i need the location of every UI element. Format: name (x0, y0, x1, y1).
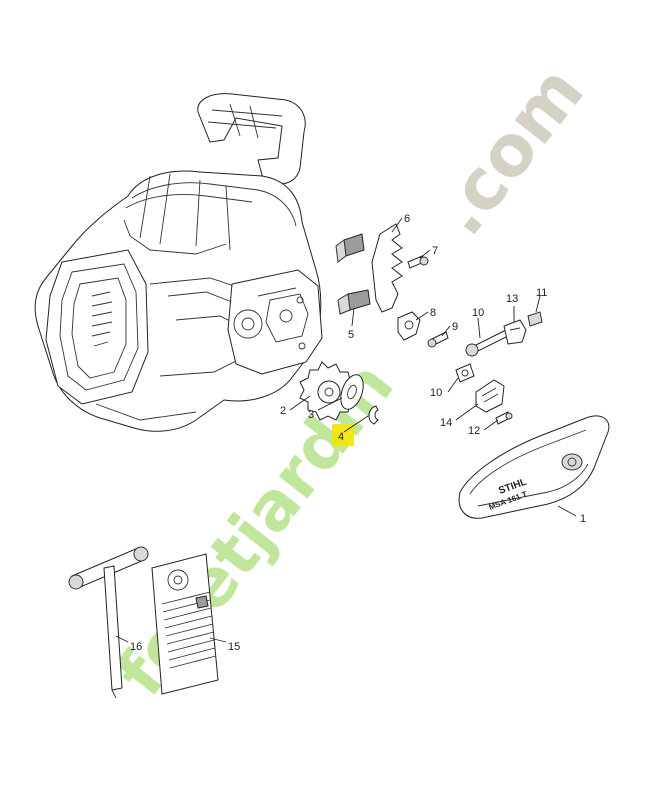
callout-2[interactable]: 2 (280, 405, 286, 417)
part-8-bracket[interactable] (397, 311, 421, 341)
part-14-knob[interactable] (475, 379, 505, 413)
callout-14[interactable]: 14 (440, 417, 452, 429)
callout-labels: 1 2 3 4 5 6 7 8 9 10 10 11 12 13 14 15 1… (130, 213, 586, 653)
callout-6[interactable]: 6 (404, 213, 410, 225)
part-4-e-clip[interactable] (368, 405, 379, 425)
callout-9[interactable]: 9 (452, 321, 458, 333)
part-11-block[interactable] (527, 311, 543, 327)
part-6-plate[interactable] (371, 223, 403, 313)
chainsaw-body (34, 93, 323, 432)
callout-13[interactable]: 13 (506, 293, 518, 305)
callout-7[interactable]: 7 (432, 245, 438, 257)
part-13-tensioner[interactable] (503, 319, 527, 345)
part-7-screw[interactable] (407, 255, 429, 269)
part-9-screw[interactable] (427, 331, 449, 348)
watermark-domain: .com (419, 51, 600, 251)
callout-5[interactable]: 5 (348, 329, 354, 341)
callout-16[interactable]: 16 (130, 641, 142, 653)
part-slide-upper[interactable] (335, 233, 365, 263)
part-10-nut-lower[interactable] (455, 363, 475, 383)
callout-10-lower[interactable]: 10 (430, 387, 442, 399)
part-12-screw[interactable] (495, 411, 513, 425)
callout-4[interactable]: 4 (338, 431, 344, 443)
callout-3[interactable]: 3 (308, 409, 314, 421)
callout-1[interactable]: 1 (580, 513, 586, 525)
leader-lines (115, 217, 577, 643)
callout-8[interactable]: 8 (430, 307, 436, 319)
part-3-washer[interactable] (336, 372, 367, 413)
part-1-sprocket-cover[interactable]: STIHL MSA 161 T (458, 415, 610, 519)
part-5-slide[interactable] (337, 289, 371, 315)
callout-12[interactable]: 12 (468, 425, 480, 437)
callout-11[interactable]: 11 (536, 287, 547, 299)
callout-10-upper[interactable]: 10 (472, 307, 484, 319)
part-15-leaflet[interactable] (151, 553, 219, 695)
callout-15[interactable]: 15 (228, 641, 240, 653)
part-16-wrench[interactable] (68, 546, 149, 699)
